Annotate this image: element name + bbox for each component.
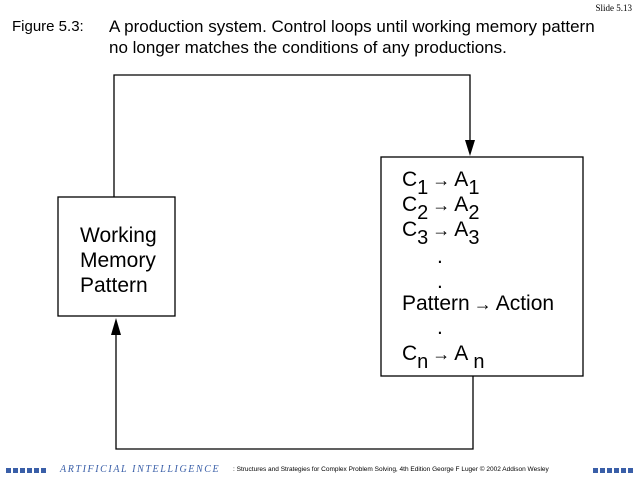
ellipsis-dot: . [437,316,443,339]
footer-book-title: ARTIFICIAL INTELLIGENCE [60,464,221,475]
productions-box [380,156,584,377]
footer-squares-right [593,466,635,475]
production-rule-3: C3→A3 [402,218,480,249]
ellipsis-dot: . [437,270,443,293]
figure-label: Figure 5.3: [12,18,84,35]
footer: ARTIFICIAL INTELLIGENCE : Structures and… [0,464,640,478]
arrow-icon: → [432,195,451,215]
arrowhead-down [465,140,475,156]
arrow-icon: → [473,294,492,314]
arrow-icon: → [432,344,451,364]
wm-line-2: Memory [80,249,156,272]
control-loop-bottom [115,330,474,450]
working-memory-label: Working Memory Pattern [80,223,157,298]
ellipsis-dot: . [437,245,443,268]
wm-line-1: Working [80,224,157,247]
caption-line-2: no longer matches the conditions of any … [109,38,507,57]
footer-squares-left [6,466,48,475]
wm-line-3: Pattern [80,274,148,297]
production-rule-2: C2→A2 [402,193,480,224]
arrow-icon: → [432,220,451,240]
slide-number: Slide 5.13 [595,3,632,13]
control-loop-top [113,74,471,197]
working-memory-box [57,196,176,317]
arrow-icon: → [432,170,451,190]
production-rule-pattern: Pattern→Action [402,292,555,315]
caption-line-1: A production system. Control loops until… [109,17,595,36]
footer-citation: : Structures and Strategies for Complex … [233,466,549,473]
figure-caption: A production system. Control loops until… [109,16,629,58]
production-rule-1: C1→A1 [402,168,480,199]
arrowhead-up [111,318,121,335]
